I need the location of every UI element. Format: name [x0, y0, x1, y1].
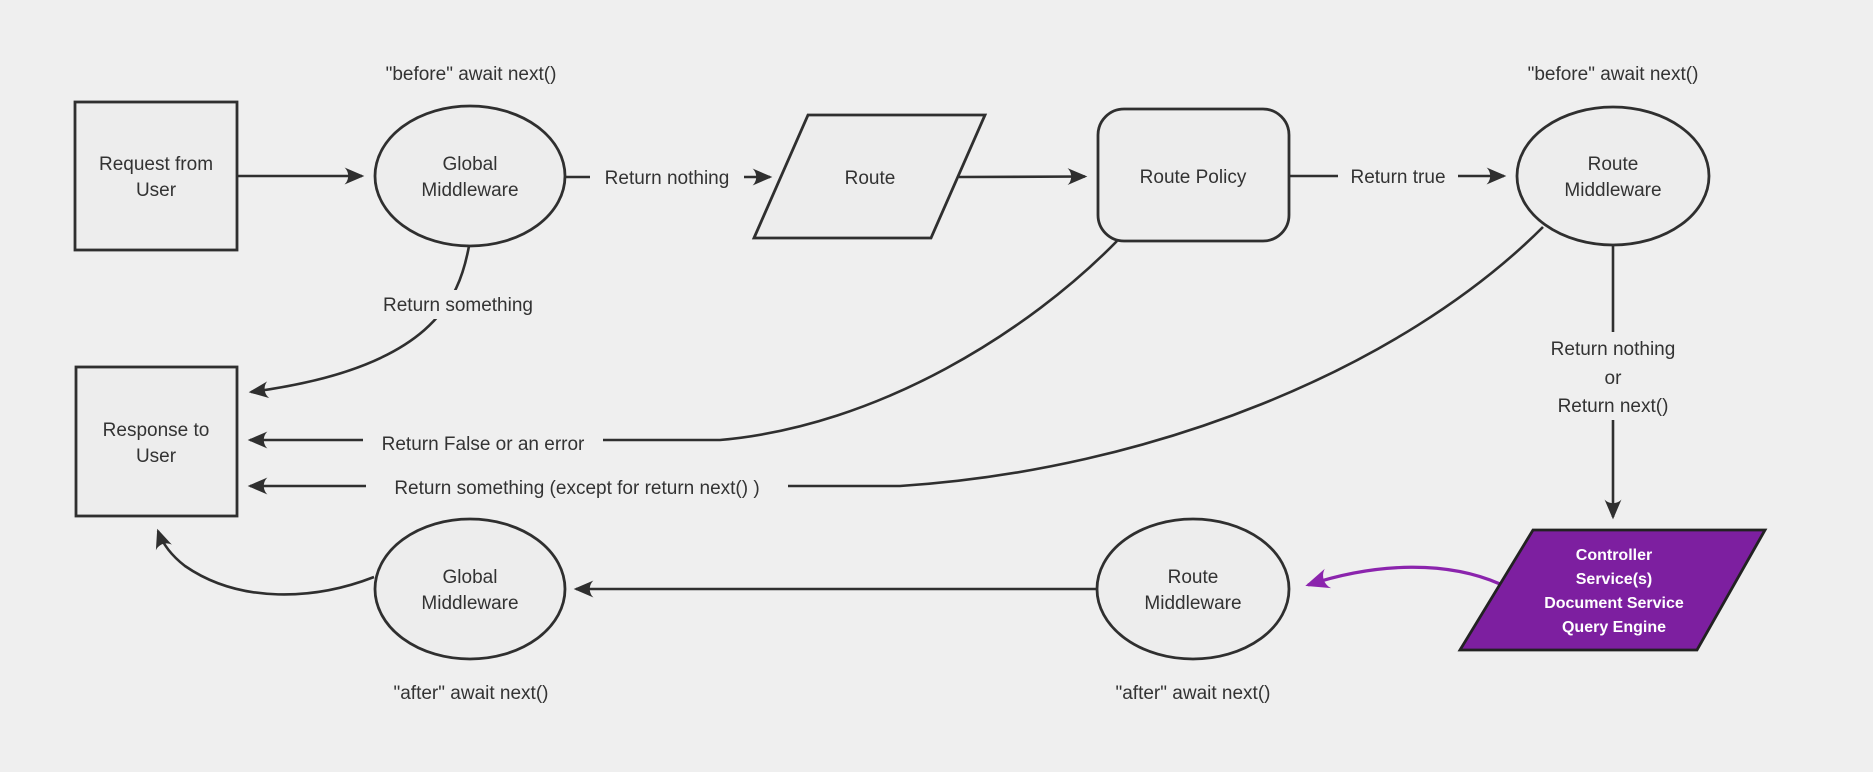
edge-route-middleware-to-response [247, 226, 1544, 495]
edge-label-or-line: or [1605, 368, 1623, 389]
global-middleware-bottom-line1: Global [443, 567, 498, 588]
node-controller-services: Controller Service(s) Document Service Q… [1457, 528, 1768, 652]
node-route-policy: Route Policy [1096, 107, 1291, 243]
request-label-line1: Request from [99, 154, 213, 175]
edge-label-return-something: Return something [370, 290, 546, 319]
node-global-middleware-bottom: Global Middleware [373, 517, 567, 661]
route-policy-box [1096, 107, 1291, 243]
route-parallelogram [751, 113, 988, 240]
edge-label-return-something-text: Return something [383, 295, 533, 316]
global-middleware-top-line1: Global [443, 154, 498, 175]
edge-global-middleware-to-response [248, 245, 471, 399]
route-label: Route [845, 168, 896, 189]
route-middleware-top-line2: Middleware [1564, 180, 1661, 201]
route-policy-label: Route Policy [1140, 167, 1247, 188]
edge-label-return-nothing-line: Return nothing [1551, 339, 1676, 360]
node-route-middleware-top: Route Middleware [1515, 105, 1711, 247]
edge-label-return-something-except-text: Return something (except for return next… [394, 478, 759, 499]
controller-line2: Service(s) [1576, 571, 1653, 588]
global-middleware-bottom-ellipse [373, 517, 567, 661]
edge-label-return-nothing-text: Return nothing [605, 168, 730, 189]
request-label-line2: User [136, 180, 177, 201]
edge-controller-to-route-middleware-bottom [1305, 565, 1501, 589]
edge-label-return-false-or-error-text: Return False or an error [382, 434, 585, 455]
node-request-from-user: Request from User [73, 100, 239, 252]
edge-label-return-nothing: Return nothing [590, 162, 744, 191]
edge-label-return-something-except: Return something (except for return next… [366, 473, 788, 502]
global-middleware-top-ellipse [373, 104, 567, 248]
node-route: Route [751, 113, 988, 240]
annotation-after-await-bottom-left: "after" await next() [394, 683, 549, 704]
edge-global-middleware-bottom-to-response [155, 528, 375, 596]
annotation-before-await-top-right: "before" await next() [1528, 64, 1699, 85]
node-global-middleware-top: Global Middleware [373, 104, 567, 248]
response-box [74, 365, 239, 518]
annotation-before-await-top-left: "before" await next() [386, 64, 557, 85]
edge-label-return-next-line: Return next() [1558, 396, 1669, 417]
edge-label-return-nothing-or-next: Return nothing or Return next() [1531, 332, 1695, 420]
global-middleware-top-line2: Middleware [421, 180, 518, 201]
node-route-middleware-bottom: Route Middleware [1095, 517, 1291, 661]
controller-line1: Controller [1576, 547, 1652, 564]
route-middleware-bottom-ellipse [1095, 517, 1291, 661]
edge-route-policy-to-response [247, 240, 1118, 449]
edge-route-to-route-policy [958, 168, 1088, 186]
controller-line4: Query Engine [1562, 619, 1666, 636]
edge-label-return-true-text: Return true [1350, 167, 1445, 188]
response-label-line2: User [136, 446, 177, 467]
edge-label-return-false-or-error: Return False or an error [363, 429, 603, 458]
controller-line3: Document Service [1544, 595, 1684, 612]
response-label-line1: Response to [103, 420, 210, 441]
route-middleware-top-ellipse [1515, 105, 1711, 247]
node-response-to-user: Response to User [74, 365, 239, 518]
route-middleware-top-line1: Route [1588, 154, 1639, 175]
annotation-after-await-bottom-right: "after" await next() [1116, 683, 1271, 704]
controller-parallelogram [1457, 528, 1768, 652]
edge-label-return-true: Return true [1338, 162, 1458, 191]
global-middleware-bottom-line2: Middleware [421, 593, 518, 614]
request-box [73, 100, 239, 252]
route-middleware-bottom-line2: Middleware [1144, 593, 1241, 614]
route-middleware-bottom-line1: Route [1168, 567, 1219, 588]
